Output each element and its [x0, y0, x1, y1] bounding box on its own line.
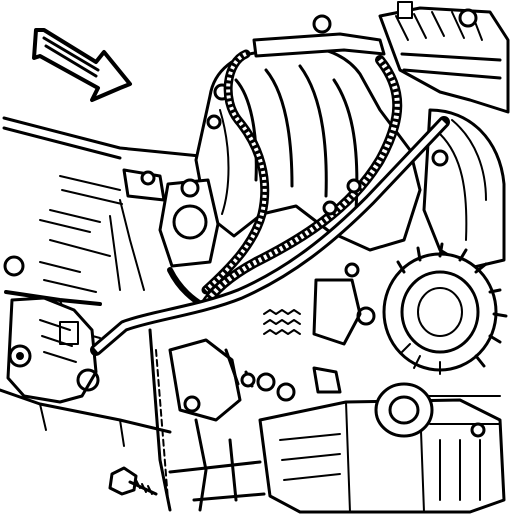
- engine-block: [258, 382, 506, 514]
- throttle-body: [109, 168, 220, 291]
- valve-cover: [378, 1, 510, 114]
- lower-brace: [148, 328, 266, 512]
- intake-manifold: [194, 14, 422, 252]
- long-tube: [90, 116, 450, 356]
- lower-brackets: [168, 262, 376, 422]
- left-frame-structure: [0, 116, 202, 447]
- right-components: [382, 108, 508, 375]
- arrow-down-right-icon: [32, 28, 132, 102]
- bolt-icon: [108, 466, 158, 496]
